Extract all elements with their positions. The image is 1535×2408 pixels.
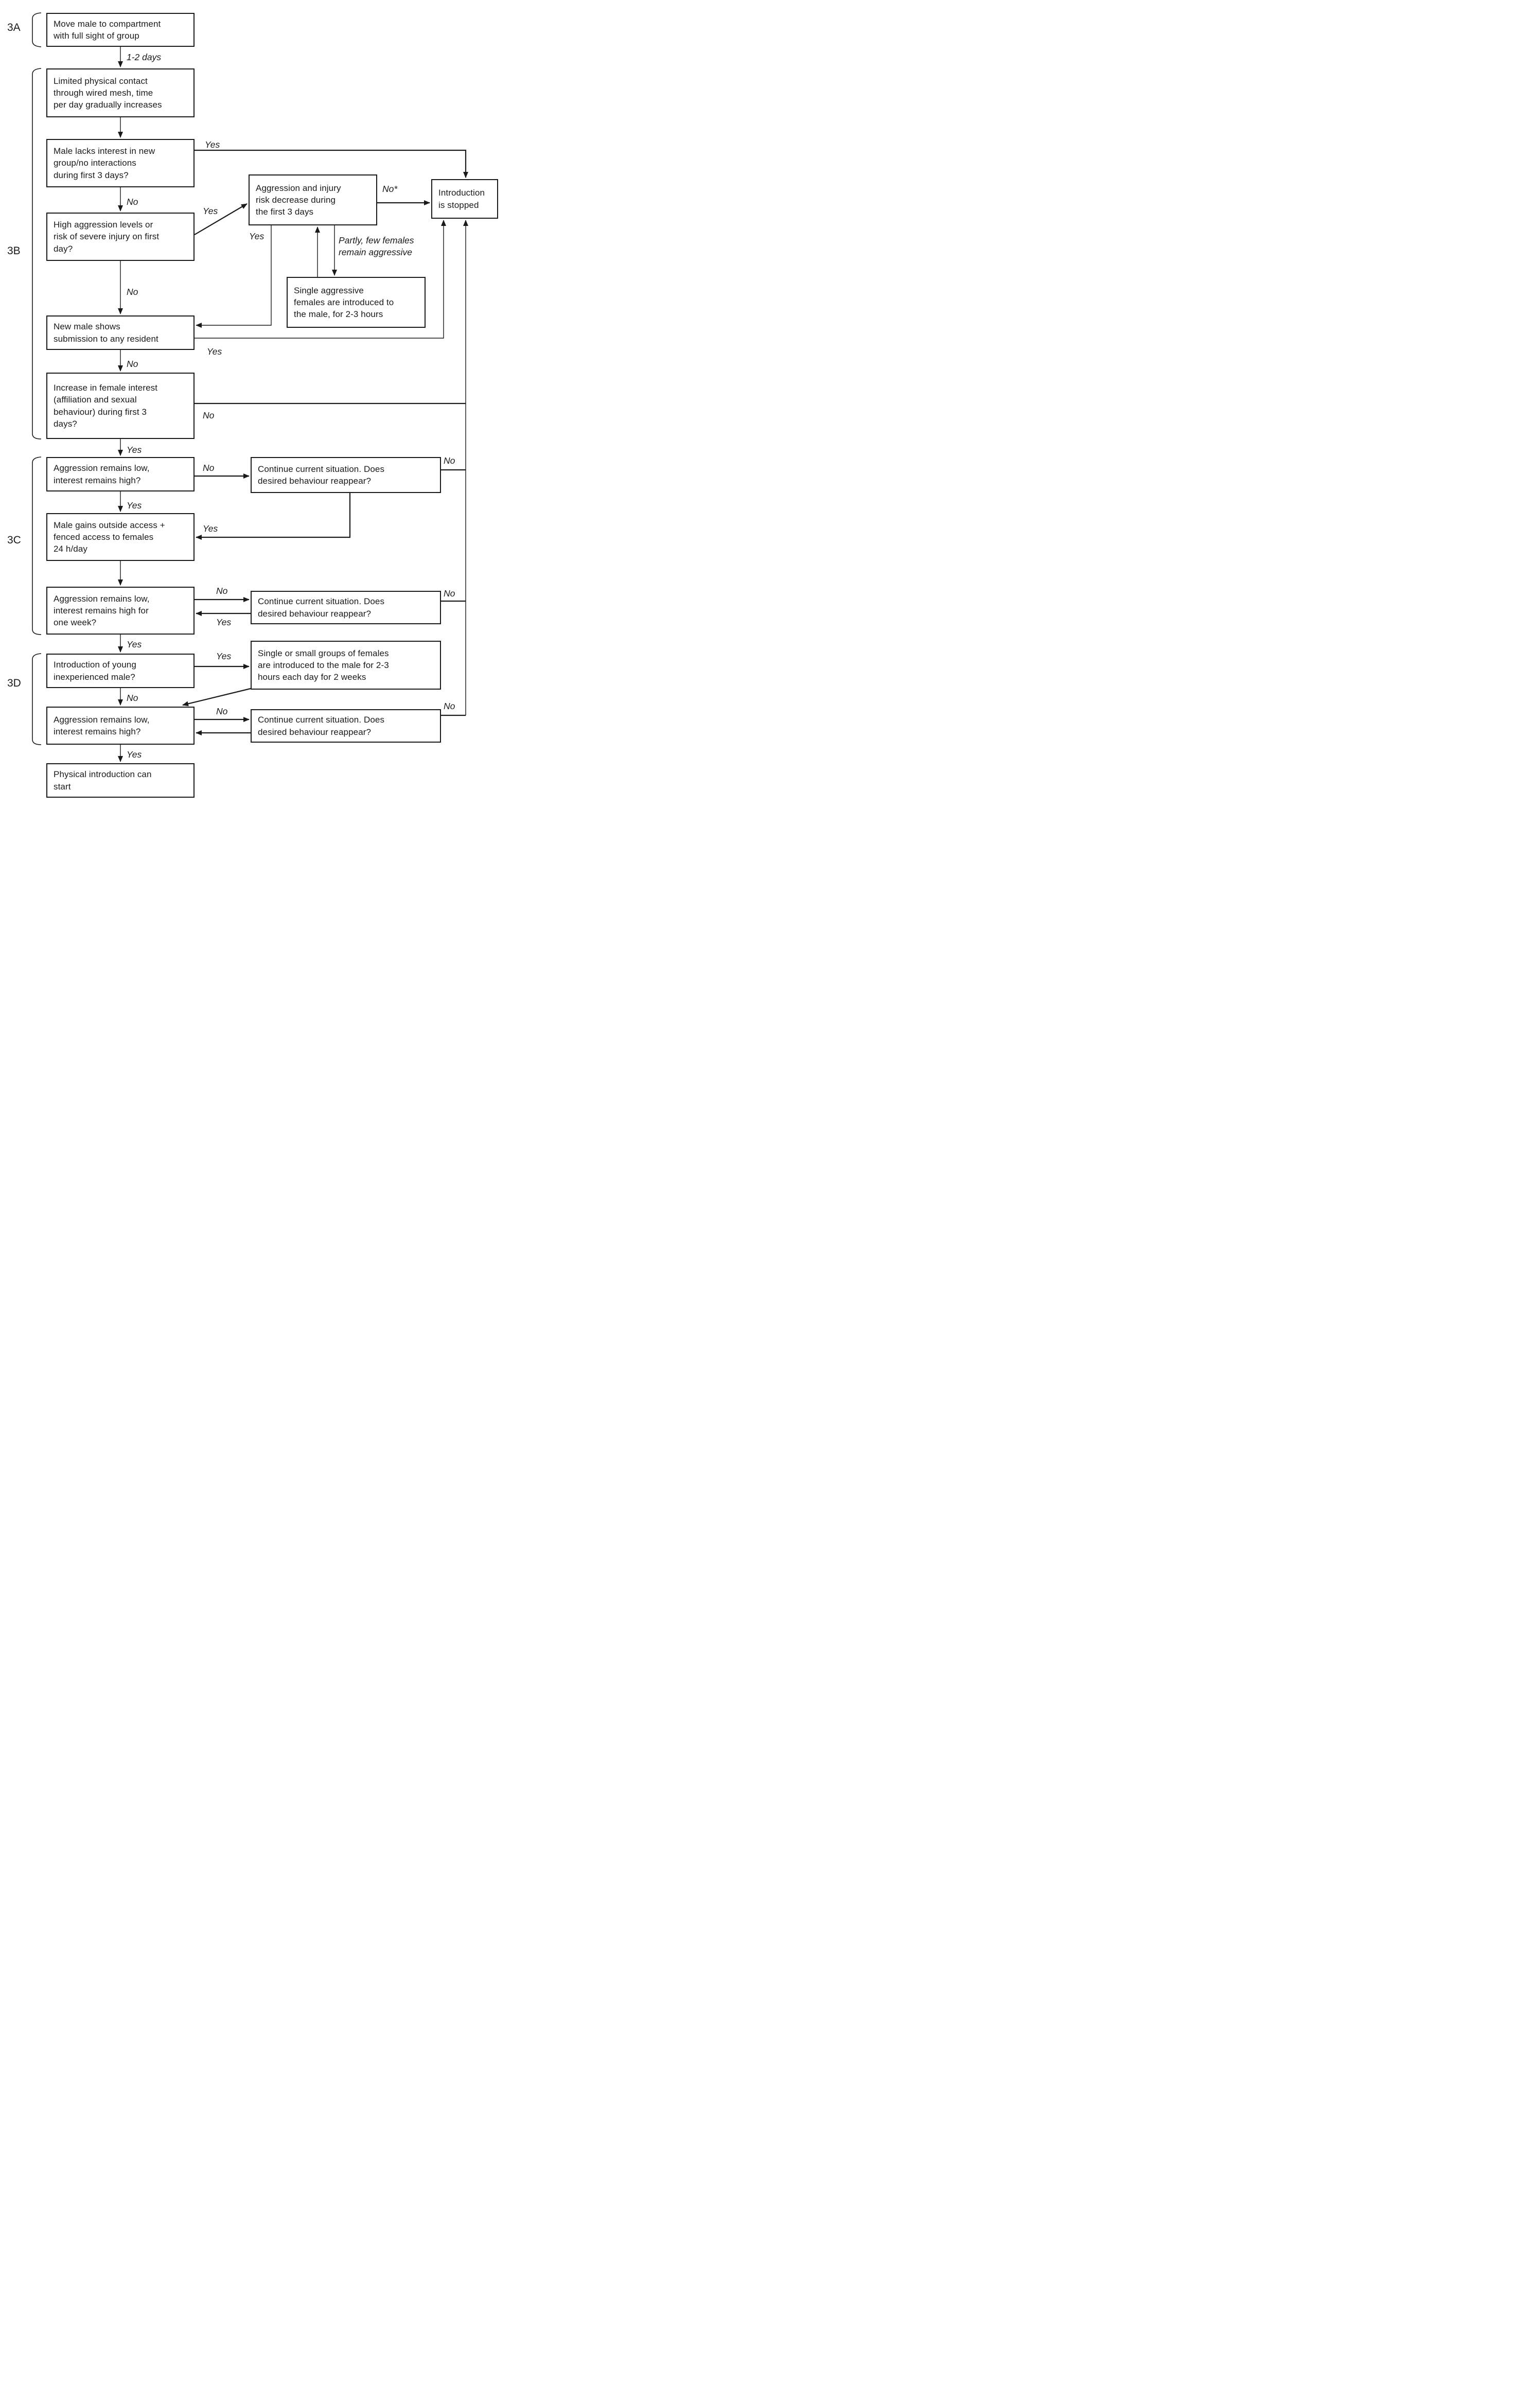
node-move-male: Move male to compartment with full sight… [46,13,195,47]
flowchart-canvas: 3A 3B 3C 3D Move male to compartment wit… [0,0,512,803]
edge-label-interest-no: No [203,410,215,420]
edge-label-low1-no: No [203,463,215,473]
edge-label-continue2-yes: Yes [216,617,232,627]
edge-label-continue3-no: No [444,701,455,711]
node-aggression-decrease: Aggression and injury risk decrease duri… [249,174,377,225]
node-small-groups-females: Single or small groups of females are in… [251,641,441,690]
edge-smallgroups-diagonal [182,688,251,707]
edge-label-lacks-no: No [127,197,138,207]
bracket-3a [32,12,42,47]
edge-label-low1-yes: Yes [127,500,142,511]
edge-label-low2-no: No [216,706,228,716]
edge-label-week-no: No [216,586,228,596]
edge-label-lacks-yes: Yes [205,139,220,150]
node-aggression-low-week: Aggression remains low, interest remains… [46,587,195,635]
bracket-3b [32,68,42,440]
edge-label-high-no: No [127,287,138,297]
edge-label-decrease-nostar: No* [382,184,398,194]
edge-label-partly: Partly, few females remain aggressive [339,235,414,257]
node-male-gains-access: Male gains outside access + fenced acces… [46,513,195,561]
node-introduction-stopped: Introduction is stopped [431,179,498,219]
edge-label-continue2-no: No [444,588,455,599]
edge-label-1-2-days: 1-2 days [127,52,162,62]
edge-label-decrease-yes: Yes [249,231,264,241]
bracket-3c [32,456,42,635]
node-continue-situation-2: Continue current situation. Does desired… [251,591,441,624]
edge-continue1-yes [196,493,351,540]
node-new-male-submission: New male shows submission to any residen… [46,315,195,350]
edge-label-continue1-no: No [444,455,455,466]
node-limited-contact: Limited physical contact through wired m… [46,68,195,117]
node-continue-situation-3: Continue current situation. Does desired… [251,709,441,743]
edge-lacks-yes-to-stop [195,149,468,178]
edge-label-low2-yes: Yes [127,749,142,760]
edge-label-young-yes: Yes [216,651,232,661]
node-continue-situation-1: Continue current situation. Does desired… [251,457,441,493]
edge-label-continue1-yes: Yes [203,523,218,534]
node-aggression-low-2: Aggression remains low, interest remains… [46,707,195,745]
node-high-aggression: High aggression levels or risk of severe… [46,213,195,261]
edge-label-week-yes: Yes [127,639,142,649]
section-label-3b: 3B [7,245,21,257]
node-physical-introduction: Physical introduction can start [46,763,195,798]
node-young-male: Introduction of young inexperienced male… [46,654,195,688]
section-label-3d: 3D [7,677,21,689]
node-single-aggressive-females: Single aggressive females are introduced… [287,277,426,328]
node-lacks-interest: Male lacks interest in new group/no inte… [46,139,195,187]
section-label-3c: 3C [7,534,21,546]
edge-label-high-yes: Yes [203,206,218,216]
edge-label-submission-yes: Yes [207,346,222,357]
node-female-interest: Increase in female interest (affiliation… [46,373,195,439]
section-label-3a: 3A [7,22,21,33]
bracket-3d [32,653,42,745]
node-aggression-low-1: Aggression remains low, interest remains… [46,457,195,491]
edge-label-young-no: No [127,693,138,703]
edge-label-submission-no: No [127,359,138,369]
edge-label-interest-yes: Yes [127,445,142,455]
